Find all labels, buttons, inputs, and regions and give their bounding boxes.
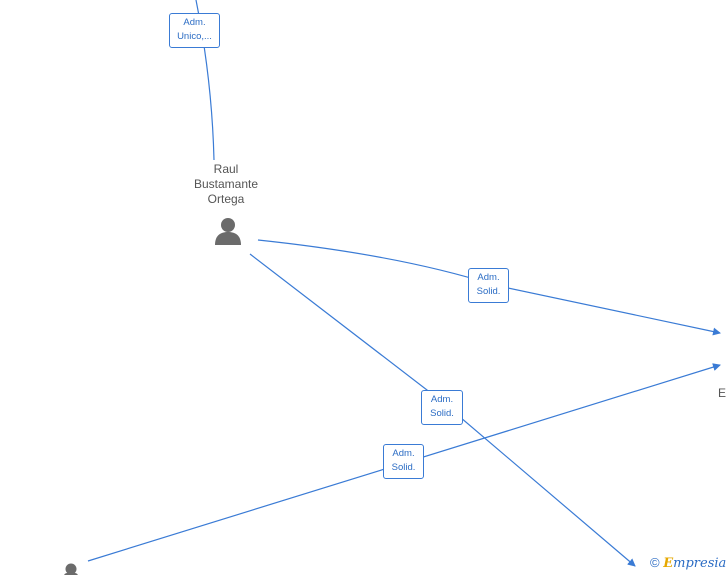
empresia-watermark: © Empresia (650, 555, 726, 571)
relation-line: Solid. (391, 462, 416, 473)
relation-label-top[interactable]: Adm. Unico,... (169, 13, 220, 48)
person-icon-bottom-left[interactable] (64, 563, 78, 575)
relation-line: Adm. (430, 394, 454, 405)
copyright-icon: © (650, 555, 660, 570)
relation-line: Unico,... (177, 31, 212, 42)
relation-line: Solid. (430, 408, 454, 419)
relation-label-mid[interactable]: Adm. Solid. (421, 390, 463, 425)
relation-label-bottom[interactable]: Adm. Solid. (383, 444, 424, 479)
relation-line: Adm. (392, 448, 415, 459)
brand-name: mpresia (673, 556, 727, 571)
node-name-line-1: Raul (213, 162, 239, 176)
node-name-line-3: Ortega (207, 192, 245, 206)
person-icon-raul[interactable] (213, 217, 243, 245)
node-label-raul[interactable]: Raul Bustamante Ortega (178, 162, 274, 207)
relation-label-right[interactable]: Adm. Solid. (468, 268, 509, 303)
node-name-line-2: Bustamante (193, 177, 259, 191)
relation-line: Adm. (477, 272, 500, 283)
relation-line: Solid. (476, 286, 501, 297)
relation-line: Adm. (183, 17, 206, 28)
brand-initial: E (663, 556, 674, 571)
offscreen-node-label[interactable]: E (718, 386, 727, 400)
